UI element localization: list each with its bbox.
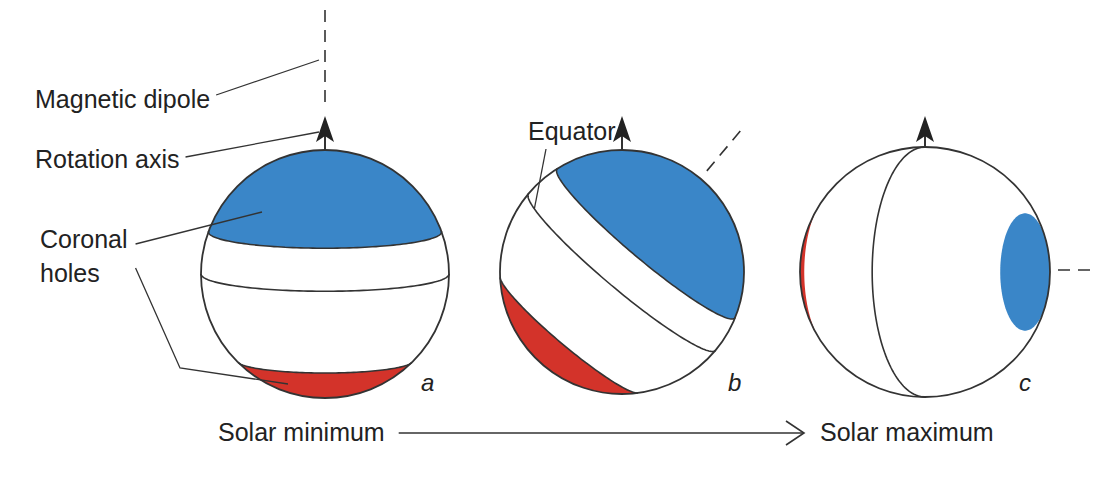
latitude-line bbox=[518, 194, 716, 364]
arrow-shaft bbox=[399, 432, 804, 434]
axis-label: Rotation axis bbox=[35, 144, 180, 174]
coronal-hole bbox=[208, 150, 441, 248]
axis-arrowhead bbox=[613, 116, 631, 142]
latitude-line bbox=[201, 274, 449, 291]
arrow-head bbox=[786, 421, 804, 445]
sphere-ground bbox=[800, 147, 1050, 397]
sphere-outline bbox=[201, 150, 449, 398]
sphere-outline bbox=[450, 100, 794, 444]
latitude-line bbox=[493, 277, 638, 401]
latitude-line bbox=[547, 168, 736, 330]
phase-label: Solar minimum bbox=[218, 417, 385, 447]
cycle-arrow bbox=[399, 421, 804, 445]
sun-sphere bbox=[800, 147, 1050, 397]
rotation-axis bbox=[924, 136, 926, 147]
equator-label: Equator bbox=[528, 116, 616, 146]
latitude-line bbox=[208, 231, 441, 248]
feature-label: Coronal holes bbox=[40, 222, 128, 290]
axis-arrowhead bbox=[316, 116, 334, 142]
dipole-axis bbox=[325, 10, 1095, 270]
leader-line bbox=[136, 268, 288, 384]
coronal-hole bbox=[475, 277, 638, 423]
dipole-line bbox=[324, 10, 326, 108]
sphere-ground bbox=[201, 150, 449, 398]
panel-letter: c bbox=[1019, 368, 1031, 398]
panel-letter: a bbox=[421, 368, 434, 398]
axis-label: Magnetic dipole bbox=[35, 84, 210, 114]
leader-line bbox=[216, 60, 319, 95]
dipole-line bbox=[707, 130, 741, 171]
sphere-ground bbox=[450, 100, 794, 444]
axis-arrowhead bbox=[916, 116, 934, 142]
sphere-outline bbox=[800, 147, 1050, 397]
rotation-axis bbox=[324, 136, 326, 150]
leader-line bbox=[136, 212, 262, 244]
latitude-line bbox=[872, 147, 925, 397]
leader-line bbox=[186, 132, 319, 157]
sun-sphere bbox=[450, 100, 794, 444]
leader-line bbox=[534, 149, 546, 209]
phase-label: Solar maximum bbox=[820, 417, 994, 447]
dipole-line bbox=[1058, 269, 1095, 271]
rotation-axis bbox=[621, 136, 623, 150]
panel-letter: b bbox=[728, 368, 741, 398]
latitude-line bbox=[238, 363, 412, 373]
sun-sphere bbox=[201, 150, 449, 398]
